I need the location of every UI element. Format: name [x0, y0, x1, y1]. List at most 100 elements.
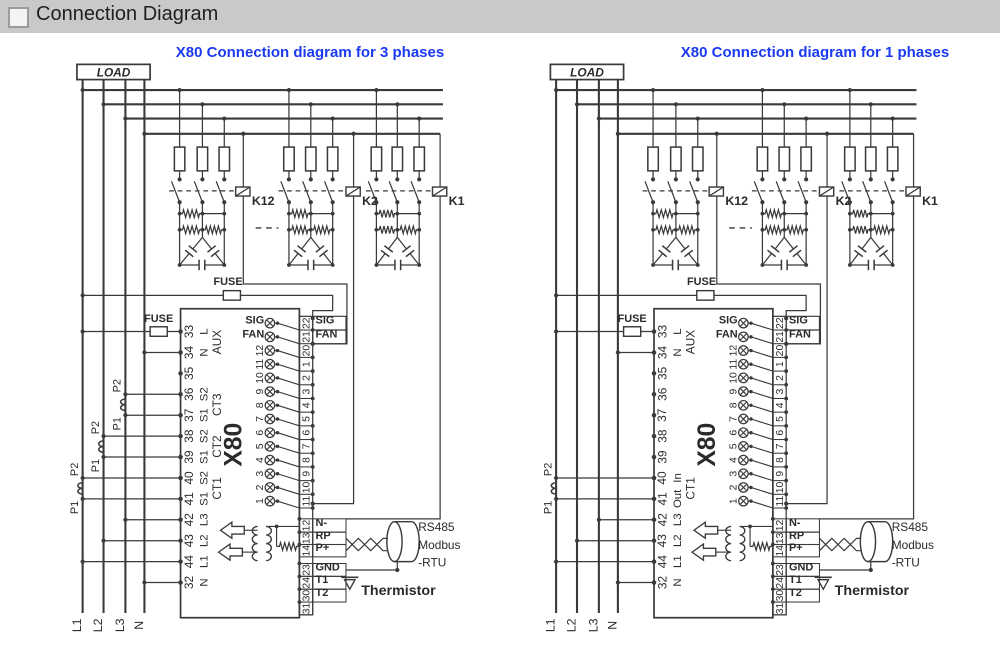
- junction-dot: [308, 102, 313, 107]
- junction-dot: [784, 423, 789, 428]
- capacitor: [661, 245, 671, 253]
- resistor: [784, 223, 807, 237]
- resistor: [653, 207, 676, 220]
- capacitor: [380, 249, 390, 258]
- junction-dot: [80, 559, 85, 564]
- contact-blade: [410, 181, 420, 203]
- contact-blade: [277, 418, 300, 427]
- junction-dot: [847, 177, 852, 182]
- diagram-title-1-phases: X80 Connection diagram for 1 phases: [680, 44, 950, 61]
- junction-dot: [554, 87, 559, 93]
- fuse-symbol: [218, 146, 231, 172]
- junction-dot: [222, 177, 227, 182]
- resistor: [675, 223, 698, 237]
- relay-number: 11: [729, 359, 740, 370]
- junction-dot: [890, 263, 895, 267]
- terminal-dot: [651, 392, 657, 397]
- terminal-label: L: [672, 328, 684, 334]
- transformer-coil: [251, 525, 258, 562]
- wire: [266, 347, 274, 354]
- terminal-dot: [178, 454, 183, 460]
- junction-dot: [310, 355, 315, 360]
- junction-dot: [784, 465, 789, 469]
- junction-dot: [615, 580, 620, 585]
- junction-dot: [824, 131, 830, 136]
- wire: [266, 333, 274, 341]
- terminal-number: 33: [182, 325, 196, 339]
- junction-dot: [297, 600, 302, 604]
- wire: [739, 333, 747, 341]
- junction-dot: [695, 177, 700, 182]
- rs485-wire: [819, 537, 862, 552]
- wire: [266, 360, 274, 368]
- rs485-wire: [819, 537, 862, 552]
- junction-dot: [297, 516, 302, 521]
- wire: [774, 237, 785, 250]
- wire: [883, 253, 894, 266]
- junction-dot: [770, 542, 775, 547]
- contact-blade: [750, 418, 774, 427]
- wire: [214, 253, 225, 266]
- wire: [819, 561, 872, 571]
- phase-label: L3: [586, 618, 600, 632]
- fuse-symbol: [647, 146, 660, 172]
- wire: [266, 374, 274, 382]
- contact-blade: [170, 181, 181, 203]
- junction-dot: [554, 329, 559, 334]
- junction-dot: [554, 559, 559, 564]
- junction-dot: [615, 131, 620, 136]
- fuse-symbol: [691, 146, 704, 172]
- rs485-label: Modbus: [892, 538, 934, 552]
- resistor: [397, 223, 420, 237]
- junction-dot: [417, 227, 422, 232]
- strip-terminal-number: 7: [775, 443, 786, 449]
- thermistor-label: Thermistor: [835, 583, 910, 599]
- junction-dot: [784, 369, 789, 373]
- thermistor-icon: [816, 579, 830, 591]
- junction-dot: [554, 475, 559, 481]
- junction-dot: [310, 465, 315, 469]
- contact-blade: [750, 377, 774, 386]
- strip-terminal-number: 21: [775, 331, 786, 343]
- load-label: LOAD: [97, 65, 131, 79]
- junction-dot: [310, 451, 315, 456]
- rs485-label: RS485: [892, 520, 929, 534]
- device-label: X80: [220, 423, 247, 467]
- terminal-label: N: [198, 348, 210, 356]
- junction-dot: [310, 506, 315, 510]
- ct-polarity-label: P1: [69, 501, 81, 514]
- junction-dot: [310, 423, 315, 428]
- load-box: [549, 63, 625, 81]
- strip-terminal-number: 6: [302, 430, 313, 436]
- junction-dot: [310, 382, 315, 387]
- terminating-resistor: [276, 540, 300, 553]
- junction-dot: [760, 263, 765, 267]
- junction-dot: [890, 116, 895, 121]
- transformer-coil: [725, 525, 732, 562]
- cell-label: SIG: [789, 315, 808, 327]
- junction-dot: [784, 492, 789, 497]
- cell-label: RP: [316, 530, 331, 542]
- strip-terminal-number: 1: [302, 361, 313, 367]
- wire: [739, 360, 747, 368]
- terminal-label: S2: [198, 471, 210, 485]
- junction-dot: [330, 211, 335, 216]
- capacitor: [184, 249, 194, 258]
- wire: [783, 237, 794, 250]
- junction-dot: [200, 227, 205, 232]
- relay-number: 10: [255, 372, 266, 384]
- terminal-label: In: [672, 473, 684, 483]
- cable-shield-icon: [386, 520, 403, 563]
- wire: [739, 347, 747, 354]
- resistor: [202, 223, 225, 237]
- junction-dot: [554, 293, 559, 298]
- junction-dot: [310, 501, 315, 506]
- resistor: [288, 223, 311, 237]
- terminal-cell: [298, 601, 314, 616]
- strip-terminal-number: 22: [302, 317, 313, 329]
- relay-number: 4: [255, 457, 266, 463]
- junction-dot: [673, 102, 678, 107]
- capacitor: [853, 249, 864, 258]
